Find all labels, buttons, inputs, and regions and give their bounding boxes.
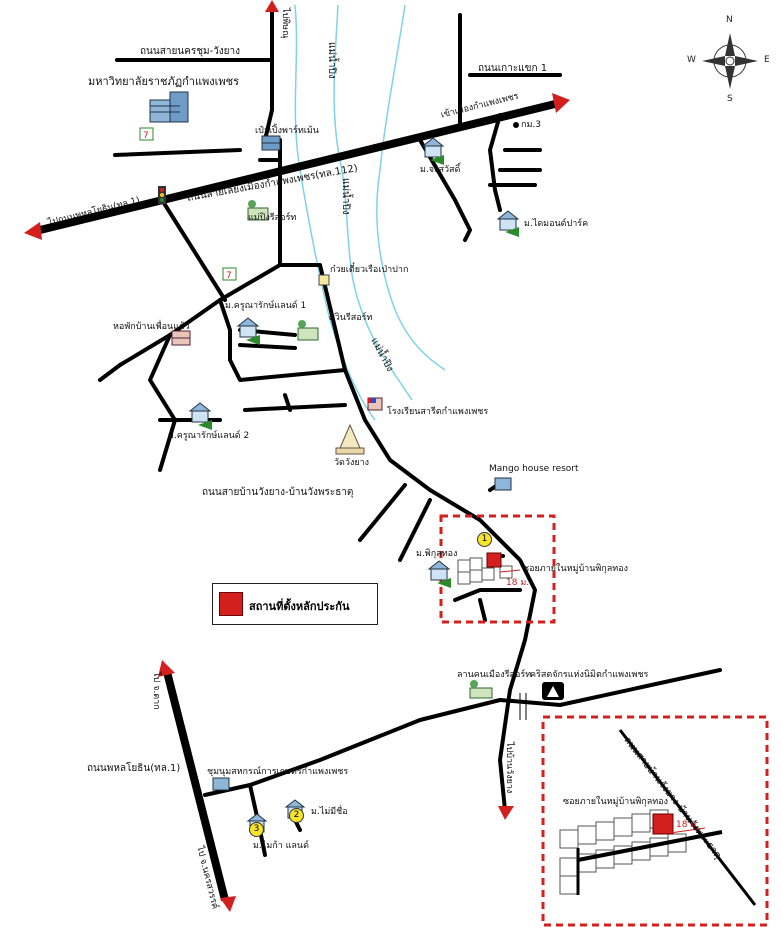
site-dot <box>501 554 505 558</box>
label-dormitory: หอพักบ้านเพื่อนแก้ว <box>113 322 190 332</box>
direction-to-wang-yang: ไปบ้านวังยาง <box>504 742 514 794</box>
label-jong-sawat: ม.จงสวัสดิ์ <box>420 165 461 175</box>
house-icon <box>421 137 445 165</box>
house-icon <box>496 210 520 237</box>
label-krunarak-1: ม.ครูณารักษ์แลนด์ 1 <box>225 301 307 311</box>
north-arrow <box>265 0 279 12</box>
phahon-highway <box>158 660 236 912</box>
restaurant-icon <box>318 274 330 286</box>
road-network <box>98 6 722 857</box>
inset-label-soi: ซอยภายในหมู่บ้านพิกุลทอง <box>563 797 669 807</box>
seven-eleven-icon: 7 <box>222 267 237 281</box>
label-mai-ka: ม.ไมก้า แลนด์ <box>253 841 309 851</box>
marker-1: 1 <box>477 532 492 547</box>
label-university: มหาวิทยาลัยราชภัฏกำแพงเพชร <box>88 75 240 88</box>
label-cooperative: ชุมนุมสหกรณ์การเกษตรกำแพงเพชร <box>207 767 349 777</box>
label-paopong: เป๋าเปิ้งพาร์ทเม้น <box>255 126 319 136</box>
label-mae-ping-resort: แม่ปิงรีสอร์ท <box>248 213 297 223</box>
inset-frame <box>541 715 769 927</box>
legend-label: สถานที่ตั้งหลักประกัน <box>249 600 350 613</box>
label-temple: วัดวังยาง <box>334 458 370 468</box>
road-label-phahon: ถนนพหลโยธิน(ทล.1) <box>87 763 181 774</box>
university-icon <box>149 91 189 123</box>
river-ping <box>294 4 446 421</box>
label-lan-khon: ลานคนเมืองรีสอร์ท <box>457 670 532 680</box>
cooperative-icon <box>212 777 230 791</box>
direction-north-top: ไปพิษณุ <box>280 8 290 39</box>
resort-icon <box>247 200 269 221</box>
resort-icon <box>469 680 493 699</box>
distance-label: 18 ม. <box>506 578 530 588</box>
label-krunarak-2: ม.ครูณารักษ์แลนด์ 2 <box>168 431 250 441</box>
inset-distance-label: 18 ม. <box>676 820 700 830</box>
apartment-icon <box>261 135 281 151</box>
label-church: คริสตจักรแห่งนิมิตกำแพงเพชร <box>530 670 649 680</box>
label-km3: กม.3 <box>521 120 541 130</box>
label-noodle: ก๋วยเตี๋ยวเรือเป่าปาก <box>330 265 409 275</box>
plot-marker <box>486 552 502 568</box>
house-icon <box>236 317 260 345</box>
label-diamond: ม.ไดมอนด์ปาร์ค <box>524 219 589 229</box>
marker-2: 2 <box>289 808 304 823</box>
legend: สถานที่ตั้งหลักประกัน <box>212 583 378 625</box>
bridge-icon <box>519 693 527 720</box>
legend-swatch <box>219 592 243 616</box>
road-label-nakhon-chum: ถนนสายนครชุม-วังยาง <box>140 46 241 57</box>
school-icon <box>367 397 383 411</box>
label-mango: Mango house resort <box>489 464 579 474</box>
temple-icon <box>335 423 365 455</box>
road-label-ko-kaeng: ถนนเกาะแขก 1 <box>478 63 548 74</box>
house-icon <box>188 402 212 430</box>
traffic-light-icon <box>158 186 166 204</box>
compass-south: S <box>727 94 733 104</box>
village-grid <box>457 557 513 585</box>
compass-north: N <box>726 15 733 25</box>
direction-to-tak: ไป จ.ตาก <box>151 672 161 710</box>
compass-icon <box>702 33 758 89</box>
label-mai-mi-sue: ม.ไม่มีชื่อ <box>311 807 348 817</box>
svg-text:7: 7 <box>226 271 232 281</box>
seven-eleven-icon: 7 <box>139 127 154 141</box>
house-icon <box>427 560 451 588</box>
inset-map <box>559 729 757 906</box>
compass-east: E <box>764 55 770 65</box>
marker-3: 3 <box>249 822 264 837</box>
km-post-icon <box>513 122 519 128</box>
bypass-highway <box>24 93 570 240</box>
dormitory-icon <box>171 330 191 346</box>
compass-west: W <box>687 55 696 65</box>
river-label-2: แม่น้ำปิง <box>340 178 351 215</box>
label-soi-phikun: ซอยภายในหมู่บ้านพิกุลทอง <box>523 564 629 574</box>
label-phikun: ม.พิกุลทอง <box>416 549 458 559</box>
church-icon <box>542 682 564 700</box>
label-sivin: ศิวินรีสอร์ท <box>329 313 373 323</box>
south-arrow <box>498 806 514 820</box>
mango-resort-icon <box>494 477 512 491</box>
svg-text:7: 7 <box>143 131 149 141</box>
label-school: โรงเรียนสารีตกำแพงเพชร <box>387 407 489 417</box>
road-label-ban-wang-yang: ถนนสายบ้านวังยาง-บ้านวังพระธาตุ <box>202 487 354 498</box>
resort-icon <box>297 320 319 341</box>
river-label-1: แม่น้ำปิง <box>326 42 337 79</box>
